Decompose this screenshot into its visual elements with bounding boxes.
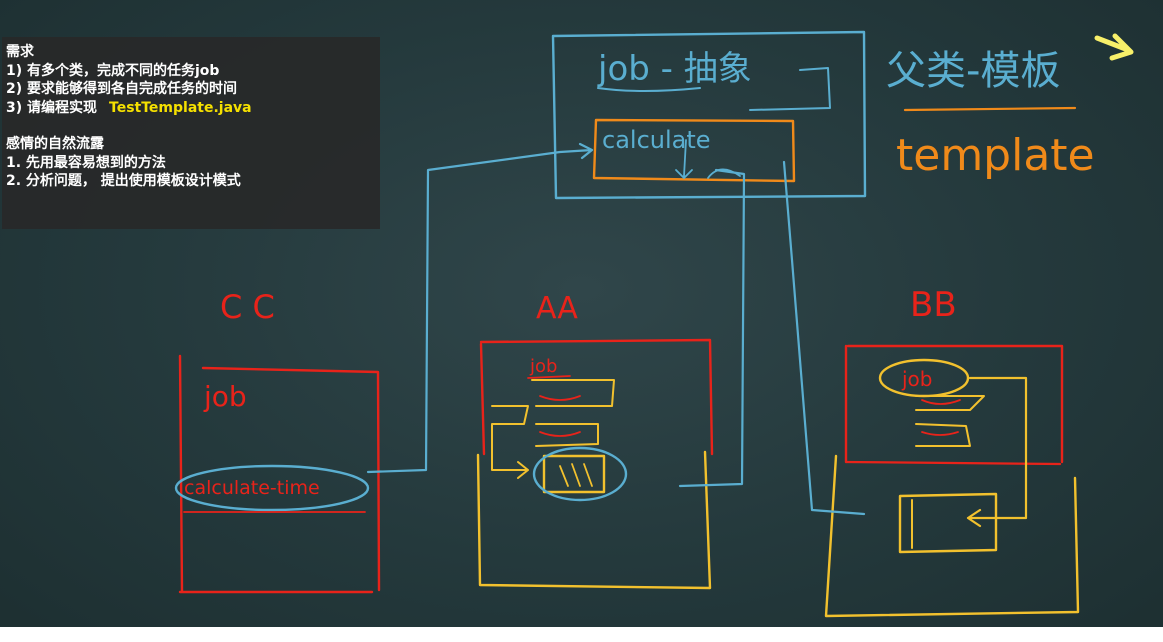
aa-calc-box	[542, 454, 606, 494]
requirement-2: 2) 要求能够得到各自完成任务的时间	[6, 81, 238, 97]
aa-job-label: job	[529, 356, 557, 377]
pointer-arrow	[1094, 33, 1134, 61]
class-aa-bottom	[476, 450, 712, 590]
approach-title: 感情的自然流露	[6, 136, 104, 152]
bb-job-label: job	[901, 367, 933, 391]
requirement-1: 1) 有多个类，完成不同的任务job	[6, 62, 220, 79]
calculate-mark	[675, 139, 693, 179]
approach-step-1: 1. 先用最容易想到的方法	[6, 154, 166, 171]
connector-calculate-to-bb	[782, 160, 866, 516]
class-cc-label: C C	[220, 288, 275, 326]
abstract-class-box	[551, 30, 867, 200]
parent-template-title: 父类-模板	[886, 48, 1060, 94]
aa-calc-oval	[532, 446, 628, 502]
class-bb-top	[844, 344, 1064, 464]
class-bb-bottom	[824, 454, 1080, 618]
requirement-3: 3) 请编程实现 TestTemplate.java	[6, 99, 380, 118]
abstract-title: job - 抽象	[597, 49, 752, 89]
connector-cc-to-calculate	[366, 142, 594, 474]
aa-steps	[491, 379, 615, 479]
requirement-3-text: 3) 请编程实现	[6, 99, 98, 116]
bb-divider	[844, 460, 1062, 466]
calculate-label: calculate	[602, 126, 711, 154]
bottom-margin	[0, 627, 1163, 642]
cc-method-oval	[174, 464, 370, 512]
bb-step-marks	[921, 399, 961, 436]
template-word: template	[896, 130, 1095, 181]
class-aa-top	[479, 338, 714, 456]
aa-step-marks	[539, 395, 581, 437]
template-file-name: TestTemplate.java	[109, 99, 252, 116]
requirements-panel: 需求 1) 有多个类，完成不同的任务job 2) 要求能够得到各自完成任务的时间…	[2, 37, 380, 229]
class-aa-label: AA	[536, 291, 578, 326]
class-bb-label: BB	[910, 285, 957, 325]
abstract-title-underline	[597, 87, 701, 92]
calculate-box	[592, 118, 796, 183]
abstract-loop	[749, 67, 831, 111]
requirements-title: 需求	[6, 44, 34, 60]
cc-job-label: job	[203, 380, 247, 413]
connector-calculate-to-aa	[678, 168, 746, 488]
aa-job-line	[527, 375, 571, 379]
approach-step-2: 2. 分析问题， 提出使用模板设计模式	[6, 173, 241, 189]
template-divider	[903, 106, 1077, 112]
bb-steps	[915, 395, 985, 447]
bb-calc-box	[898, 492, 998, 554]
cc-method-label: calculate-time	[184, 477, 320, 499]
class-cc-box	[178, 354, 381, 594]
aa-calc-hatch	[559, 463, 593, 487]
